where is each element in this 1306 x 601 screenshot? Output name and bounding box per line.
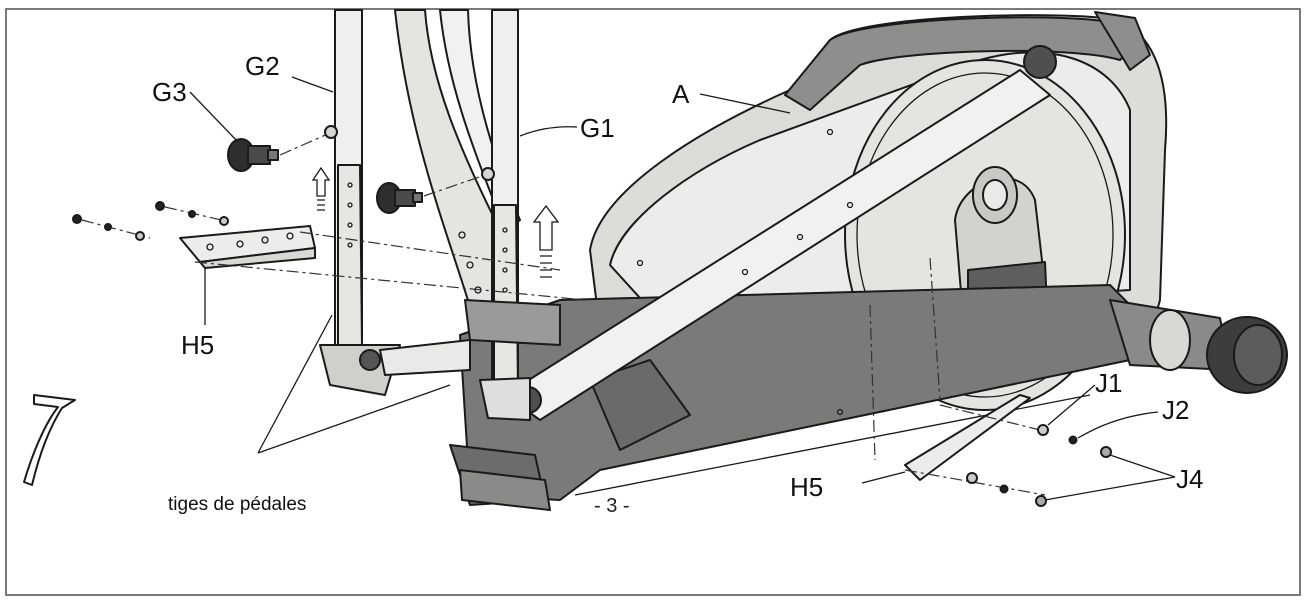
leader-lines xyxy=(189,76,1176,501)
bolt-set-right xyxy=(966,424,1112,507)
label-h5-right: H5 xyxy=(790,472,823,502)
label-j2: J2 xyxy=(1162,395,1189,425)
main-frame-a xyxy=(449,11,1288,511)
knob-g3-lower xyxy=(376,167,495,214)
up-arrow-left xyxy=(311,166,331,211)
bracket-h5-right xyxy=(869,257,1046,496)
label-j1: J1 xyxy=(1095,368,1122,398)
up-arrow-right xyxy=(532,204,560,278)
caption-pedal-rods: tiges de pédales xyxy=(168,494,306,515)
allen-key-icon: 7 xyxy=(23,394,76,486)
page-number: - 3 - xyxy=(594,495,630,517)
knob-g3-upper xyxy=(227,125,338,172)
label-g3: G3 xyxy=(152,77,187,107)
label-g1: G1 xyxy=(580,113,615,143)
bracket-h5-left xyxy=(179,225,316,320)
upright-tubes xyxy=(319,9,561,421)
label-h5-left: H5 xyxy=(181,330,214,360)
label-a: A xyxy=(672,79,690,109)
label-g2: G2 xyxy=(245,51,280,81)
bolt-set-left xyxy=(72,201,586,301)
label-j4: J4 xyxy=(1176,464,1203,494)
